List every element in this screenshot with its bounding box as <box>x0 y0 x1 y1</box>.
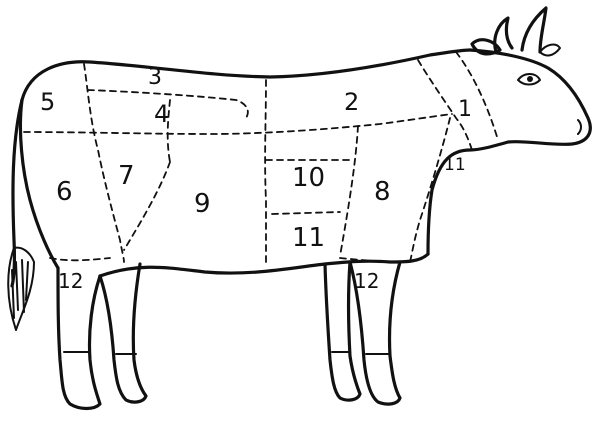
cut-label-12-rear: 12 <box>58 269 83 293</box>
cut-line-brisket-right <box>340 126 358 256</box>
eye-pupil <box>527 76 533 82</box>
cut-label-3: 3 <box>148 65 162 90</box>
cut-label-1: 1 <box>458 97 472 122</box>
cut-label-11-neck: 11 <box>444 155 466 175</box>
cow-head-outline <box>428 50 590 254</box>
cut-label-5: 5 <box>40 88 55 116</box>
cut-label-10: 10 <box>292 163 325 193</box>
cut-label-9: 9 <box>194 189 211 219</box>
cut-line-shoulder <box>410 118 450 262</box>
cut-label-12-front: 12 <box>354 269 379 293</box>
cut-line-mid-horizontal <box>24 114 452 134</box>
cow-nostril <box>578 120 581 134</box>
cut-label-4: 4 <box>154 100 169 128</box>
cow-rump-outline <box>20 100 58 268</box>
cow-horn-right <box>522 8 546 52</box>
cut-label-6: 6 <box>56 177 73 207</box>
cow-rear-leg-inner <box>100 264 146 402</box>
cut-line-midsection <box>265 80 266 266</box>
cut-line-belly-rear <box>50 258 110 260</box>
cut-label-11-belly: 11 <box>292 223 325 253</box>
cow-ear-right <box>540 45 560 56</box>
cut-label-2: 2 <box>344 88 359 116</box>
cut-label-8: 8 <box>374 177 391 207</box>
cut-line-brisket-mid <box>272 212 340 214</box>
cow-back-outline <box>22 50 470 100</box>
cut-label-7: 7 <box>118 161 135 191</box>
